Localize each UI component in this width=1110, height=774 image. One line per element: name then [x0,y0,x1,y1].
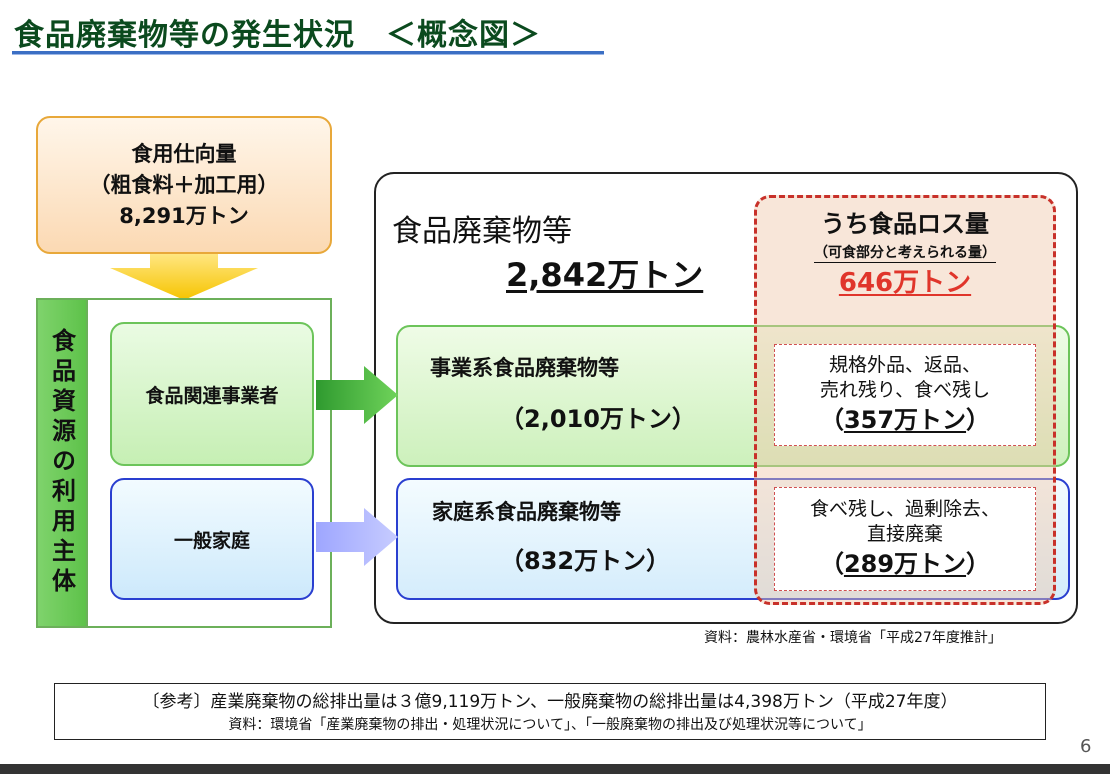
business-loss-amount: 357万トン [843,406,967,434]
household-loss-line2: 直接廃棄 [866,523,943,545]
business-waste-amount: （2,010万トン） [500,405,696,433]
household-loss-note: 食べ残し、過剰除去、 直接廃棄 （289万トン） [774,487,1036,591]
household-flow-arrow-icon [316,508,398,566]
supply-note: （粗食料＋加工用） [89,172,279,197]
household-entity-box: 一般家庭 [110,478,314,600]
household-loss-close: ） [966,550,991,578]
supply-amount: 8,291万トン [119,203,249,228]
reference-text: 〔参考〕産業廃棄物の総排出量は３億9,119万トン、一般廃棄物の総排出量は4,3… [142,691,958,712]
business-loss-open: （ [819,406,844,434]
reference-source: 資料：環境省「産業廃棄物の排出・処理状況について」、「一般廃棄物の排出及び処理状… [228,716,872,733]
food-loss-amount: 646万トン [838,268,972,298]
food-loss-subtitle-text: （可食部分と考えられる量） [814,245,996,263]
food-supply-box: 食用仕向量 （粗食料＋加工用） 8,291万トン [36,116,332,254]
food-waste-label: 食品廃棄物等 [392,214,572,249]
business-loss-amount-row: （357万トン） [820,403,990,437]
household-entity-label: 一般家庭 [173,529,250,552]
page-title: 食品廃棄物等の発生状況 ＜概念図＞ [14,18,541,53]
bottom-bar [0,764,1110,774]
data-source: 資料：農林水産省・環境省「平成27年度推計」 [704,630,1002,646]
business-loss-close: ） [966,406,991,434]
food-loss-title: うち食品ロス量 [821,210,989,238]
entity-label: 食品資源の利用主体 [36,298,88,628]
business-entity-box: 食品関連事業者 [110,322,314,466]
reference-box: 〔参考〕産業廃棄物の総排出量は３億9,119万トン、一般廃棄物の総排出量は4,3… [54,683,1046,740]
down-arrow-icon [110,254,258,300]
business-loss-line1: 規格外品、返品、 [828,354,981,376]
page-number: 6 [1080,736,1092,757]
household-loss-amount-row: （289万トン） [820,547,990,581]
title-underline [12,51,604,54]
business-waste-name: 事業系食品廃棄物等 [430,356,619,380]
household-loss-line1: 食べ残し、過剰除去、 [809,498,1000,520]
household-loss-amount: 289万トン [843,550,967,578]
business-loss-note: 規格外品、返品、 売れ残り、食べ残し （357万トン） [774,344,1036,446]
business-loss-line2: 売れ残り、食べ残し [819,379,991,401]
business-flow-arrow-icon [316,366,398,424]
business-entity-label: 食品関連事業者 [145,384,279,407]
household-waste-amount: （832万トン） [500,547,671,575]
food-waste-total: 2,842万トン [506,256,704,294]
title-underline-light [12,54,604,55]
household-waste-name: 家庭系食品廃棄物等 [432,500,621,524]
food-loss-subtitle: （可食部分と考えられる量） [760,242,1050,263]
household-loss-open: （ [819,550,844,578]
supply-label: 食用仕向量 [131,141,237,166]
